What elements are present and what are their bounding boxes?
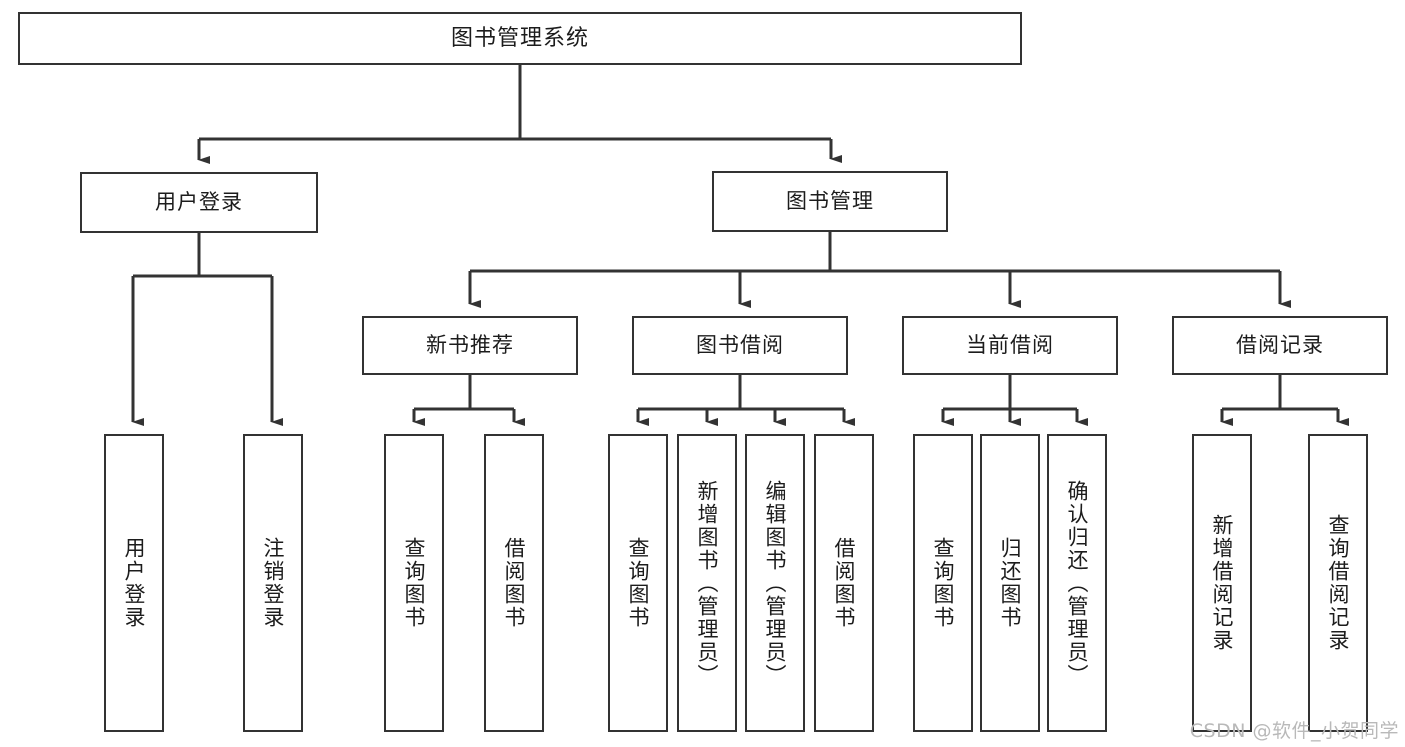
node-book-manage-label: 图书管理 xyxy=(786,189,874,214)
node-leaf-edit-book-admin[interactable]: 编辑图书（管理员） xyxy=(745,434,805,732)
node-borrow-record[interactable]: 借阅记录 xyxy=(1172,316,1388,375)
node-user-login-label: 用户登录 xyxy=(155,190,243,215)
node-leaf-borrow-book-1-label: 借阅图书 xyxy=(502,537,527,629)
node-leaf-logout[interactable]: 注销登录 xyxy=(243,434,303,732)
node-leaf-query-book-2[interactable]: 查询图书 xyxy=(608,434,668,732)
node-leaf-add-book-admin-label: 新增图书（管理员） xyxy=(695,479,720,687)
node-book-borrow-label: 图书借阅 xyxy=(696,333,784,358)
node-new-book-recommend[interactable]: 新书推荐 xyxy=(362,316,578,375)
node-root-label: 图书管理系统 xyxy=(450,25,589,51)
node-leaf-add-borrow-record-label: 新增借阅记录 xyxy=(1210,514,1235,652)
node-new-book-recommend-label: 新书推荐 xyxy=(426,333,514,358)
node-current-borrow[interactable]: 当前借阅 xyxy=(902,316,1118,375)
node-leaf-query-book-1-label: 查询图书 xyxy=(402,537,427,629)
node-leaf-add-borrow-record[interactable]: 新增借阅记录 xyxy=(1192,434,1252,732)
node-root[interactable]: 图书管理系统 xyxy=(18,12,1022,65)
node-leaf-query-book-2-label: 查询图书 xyxy=(626,537,651,629)
node-leaf-query-book-3-label: 查询图书 xyxy=(931,537,956,629)
node-leaf-borrow-book-1[interactable]: 借阅图书 xyxy=(484,434,544,732)
watermark: CSDN @软件_小贺同学 xyxy=(1189,720,1399,742)
node-book-borrow[interactable]: 图书借阅 xyxy=(632,316,848,375)
node-leaf-return-book[interactable]: 归还图书 xyxy=(980,434,1040,732)
node-leaf-query-book-3[interactable]: 查询图书 xyxy=(913,434,973,732)
node-leaf-borrow-book-2-label: 借阅图书 xyxy=(832,537,857,629)
node-borrow-record-label: 借阅记录 xyxy=(1236,333,1324,358)
node-book-manage[interactable]: 图书管理 xyxy=(712,171,948,232)
node-leaf-query-borrow-record[interactable]: 查询借阅记录 xyxy=(1308,434,1368,732)
node-leaf-add-book-admin[interactable]: 新增图书（管理员） xyxy=(677,434,737,732)
node-leaf-user-login[interactable]: 用户登录 xyxy=(104,434,164,732)
node-leaf-borrow-book-2[interactable]: 借阅图书 xyxy=(814,434,874,732)
node-leaf-confirm-return-admin[interactable]: 确认归还（管理员） xyxy=(1047,434,1107,732)
node-leaf-return-book-label: 归还图书 xyxy=(998,537,1023,629)
node-leaf-user-login-label: 用户登录 xyxy=(122,537,147,629)
node-user-login[interactable]: 用户登录 xyxy=(80,172,318,233)
node-leaf-query-borrow-record-label: 查询借阅记录 xyxy=(1326,514,1351,652)
node-leaf-logout-label: 注销登录 xyxy=(261,537,286,629)
node-current-borrow-label: 当前借阅 xyxy=(966,333,1054,358)
node-leaf-edit-book-admin-label: 编辑图书（管理员） xyxy=(763,479,788,687)
node-leaf-query-book-1[interactable]: 查询图书 xyxy=(384,434,444,732)
node-leaf-confirm-return-admin-label: 确认归还（管理员） xyxy=(1065,479,1090,687)
